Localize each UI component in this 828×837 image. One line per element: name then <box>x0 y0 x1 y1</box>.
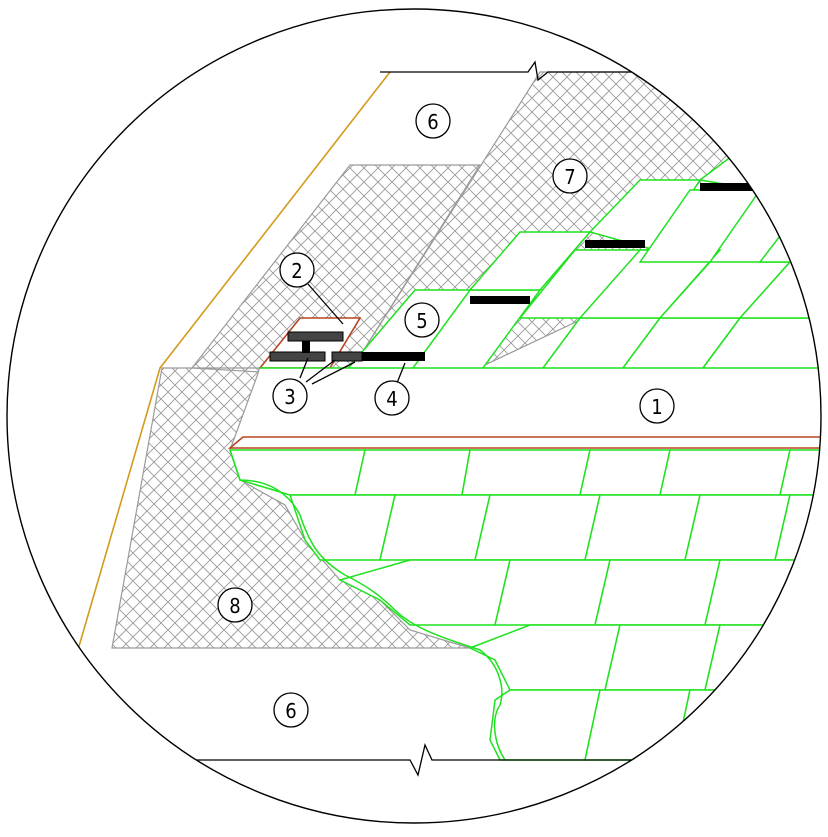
callout-3: 3 <box>272 378 308 414</box>
svg-text:4: 4 <box>386 387 397 411</box>
svg-text:2: 2 <box>291 259 302 283</box>
detail-circle <box>6 8 822 824</box>
sealant-strip <box>700 183 760 191</box>
svg-text:1: 1 <box>651 395 662 419</box>
callout-8: 8 <box>217 587 253 623</box>
break-line-bottom <box>180 743 665 777</box>
ridge-edge <box>227 436 821 449</box>
svg-text:6: 6 <box>285 699 296 723</box>
callout-1: 1 <box>639 388 675 424</box>
svg-text:5: 5 <box>416 309 427 333</box>
callout-6-top: 6 <box>415 103 451 139</box>
upper-shingles <box>343 149 821 373</box>
svg-text:8: 8 <box>229 594 240 618</box>
callout-4: 4 <box>374 380 410 416</box>
ridge-board <box>243 368 821 437</box>
callout-7: 7 <box>552 158 588 194</box>
svg-text:3: 3 <box>284 385 295 409</box>
svg-text:7: 7 <box>564 165 575 189</box>
callout-2: 2 <box>279 252 315 288</box>
callout-5: 5 <box>404 302 440 338</box>
sealant-strip <box>355 352 425 361</box>
svg-text:6: 6 <box>427 110 438 134</box>
fascia-line <box>74 71 391 661</box>
break-line-top <box>380 60 640 82</box>
callout-6-bottom: 6 <box>273 692 309 728</box>
sealant-strip <box>470 296 530 304</box>
torn-edge <box>229 449 506 761</box>
sealant-strip <box>585 240 645 248</box>
